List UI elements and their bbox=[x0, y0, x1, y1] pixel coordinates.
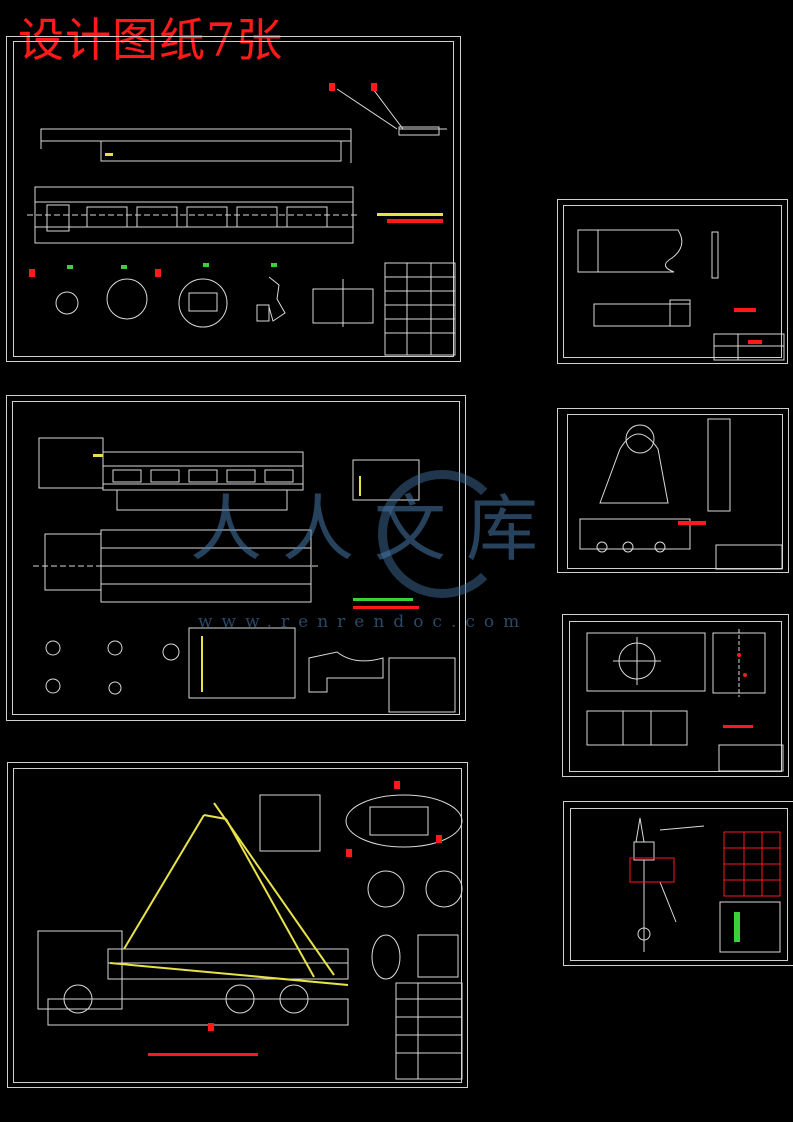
watermark-url: www.renrendoc.com bbox=[198, 612, 529, 632]
drawing-sheet-frame[interactable] bbox=[6, 36, 461, 362]
drawing-sheet-bracket[interactable] bbox=[557, 199, 788, 364]
watermark-brand: 人人文库 bbox=[190, 487, 559, 571]
drawing-sheet-dump-truck[interactable] bbox=[7, 762, 468, 1088]
bracket-drawing bbox=[577, 229, 785, 361]
hydraulic-drawing bbox=[629, 817, 781, 953]
dump-truck-drawing bbox=[37, 781, 463, 1080]
plate-drawing bbox=[586, 629, 784, 772]
drawing-sheet-hinge[interactable] bbox=[557, 408, 789, 573]
drawing-sheet-hydraulic[interactable] bbox=[563, 801, 793, 966]
cargo-box-drawing bbox=[33, 437, 456, 713]
drawing-sheet-plate[interactable] bbox=[562, 614, 789, 777]
page-title: 设计图纸7张 bbox=[18, 13, 284, 67]
hinge-drawing bbox=[579, 418, 783, 570]
frame-drawing bbox=[27, 83, 456, 356]
watermark-logo-icon bbox=[378, 470, 506, 598]
